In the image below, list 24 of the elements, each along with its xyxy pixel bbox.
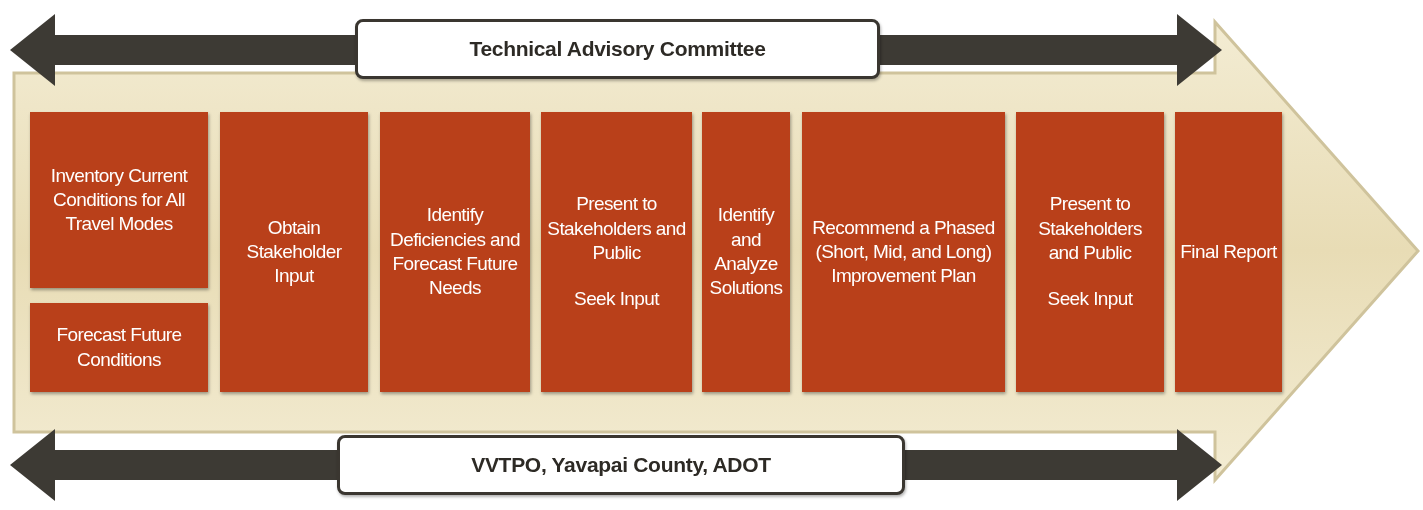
step-text: Forecast Future Conditions xyxy=(55,323,183,372)
step-box xyxy=(802,112,1005,392)
step-text: Obtain Stakeholder Input xyxy=(245,215,343,289)
label-text: Technical Advisory Committee xyxy=(469,37,766,61)
label-text: VVTPO, Yavapai County, ADOT xyxy=(471,453,771,477)
step-text: Identify and Analyze Solutions xyxy=(708,203,784,301)
step-box xyxy=(220,112,368,392)
step-box xyxy=(702,112,790,392)
step-text: Final Report xyxy=(1180,239,1277,264)
step-box xyxy=(380,112,530,392)
step-text: Recommend a Phased (Short, Mid, and Long) Improvement Plan xyxy=(811,215,996,289)
step-text: Seek Input xyxy=(574,287,659,312)
step-text: Present to Stakeholders and Public xyxy=(546,192,687,265)
step-text: Inventory Current Conditions for All Travel Modes xyxy=(49,163,189,237)
step-box xyxy=(30,303,208,392)
step-text: Seek Input xyxy=(1047,287,1133,312)
step-box xyxy=(30,112,208,288)
label-box xyxy=(337,435,905,495)
step-text: Present to Stakeholders and Public xyxy=(1037,192,1143,265)
step-box xyxy=(1175,112,1282,392)
step-box xyxy=(541,112,692,392)
step-box xyxy=(1016,112,1164,392)
step-text: Identify Deficiencies and Forecast Future Needs xyxy=(389,203,521,301)
label-box xyxy=(355,19,880,79)
